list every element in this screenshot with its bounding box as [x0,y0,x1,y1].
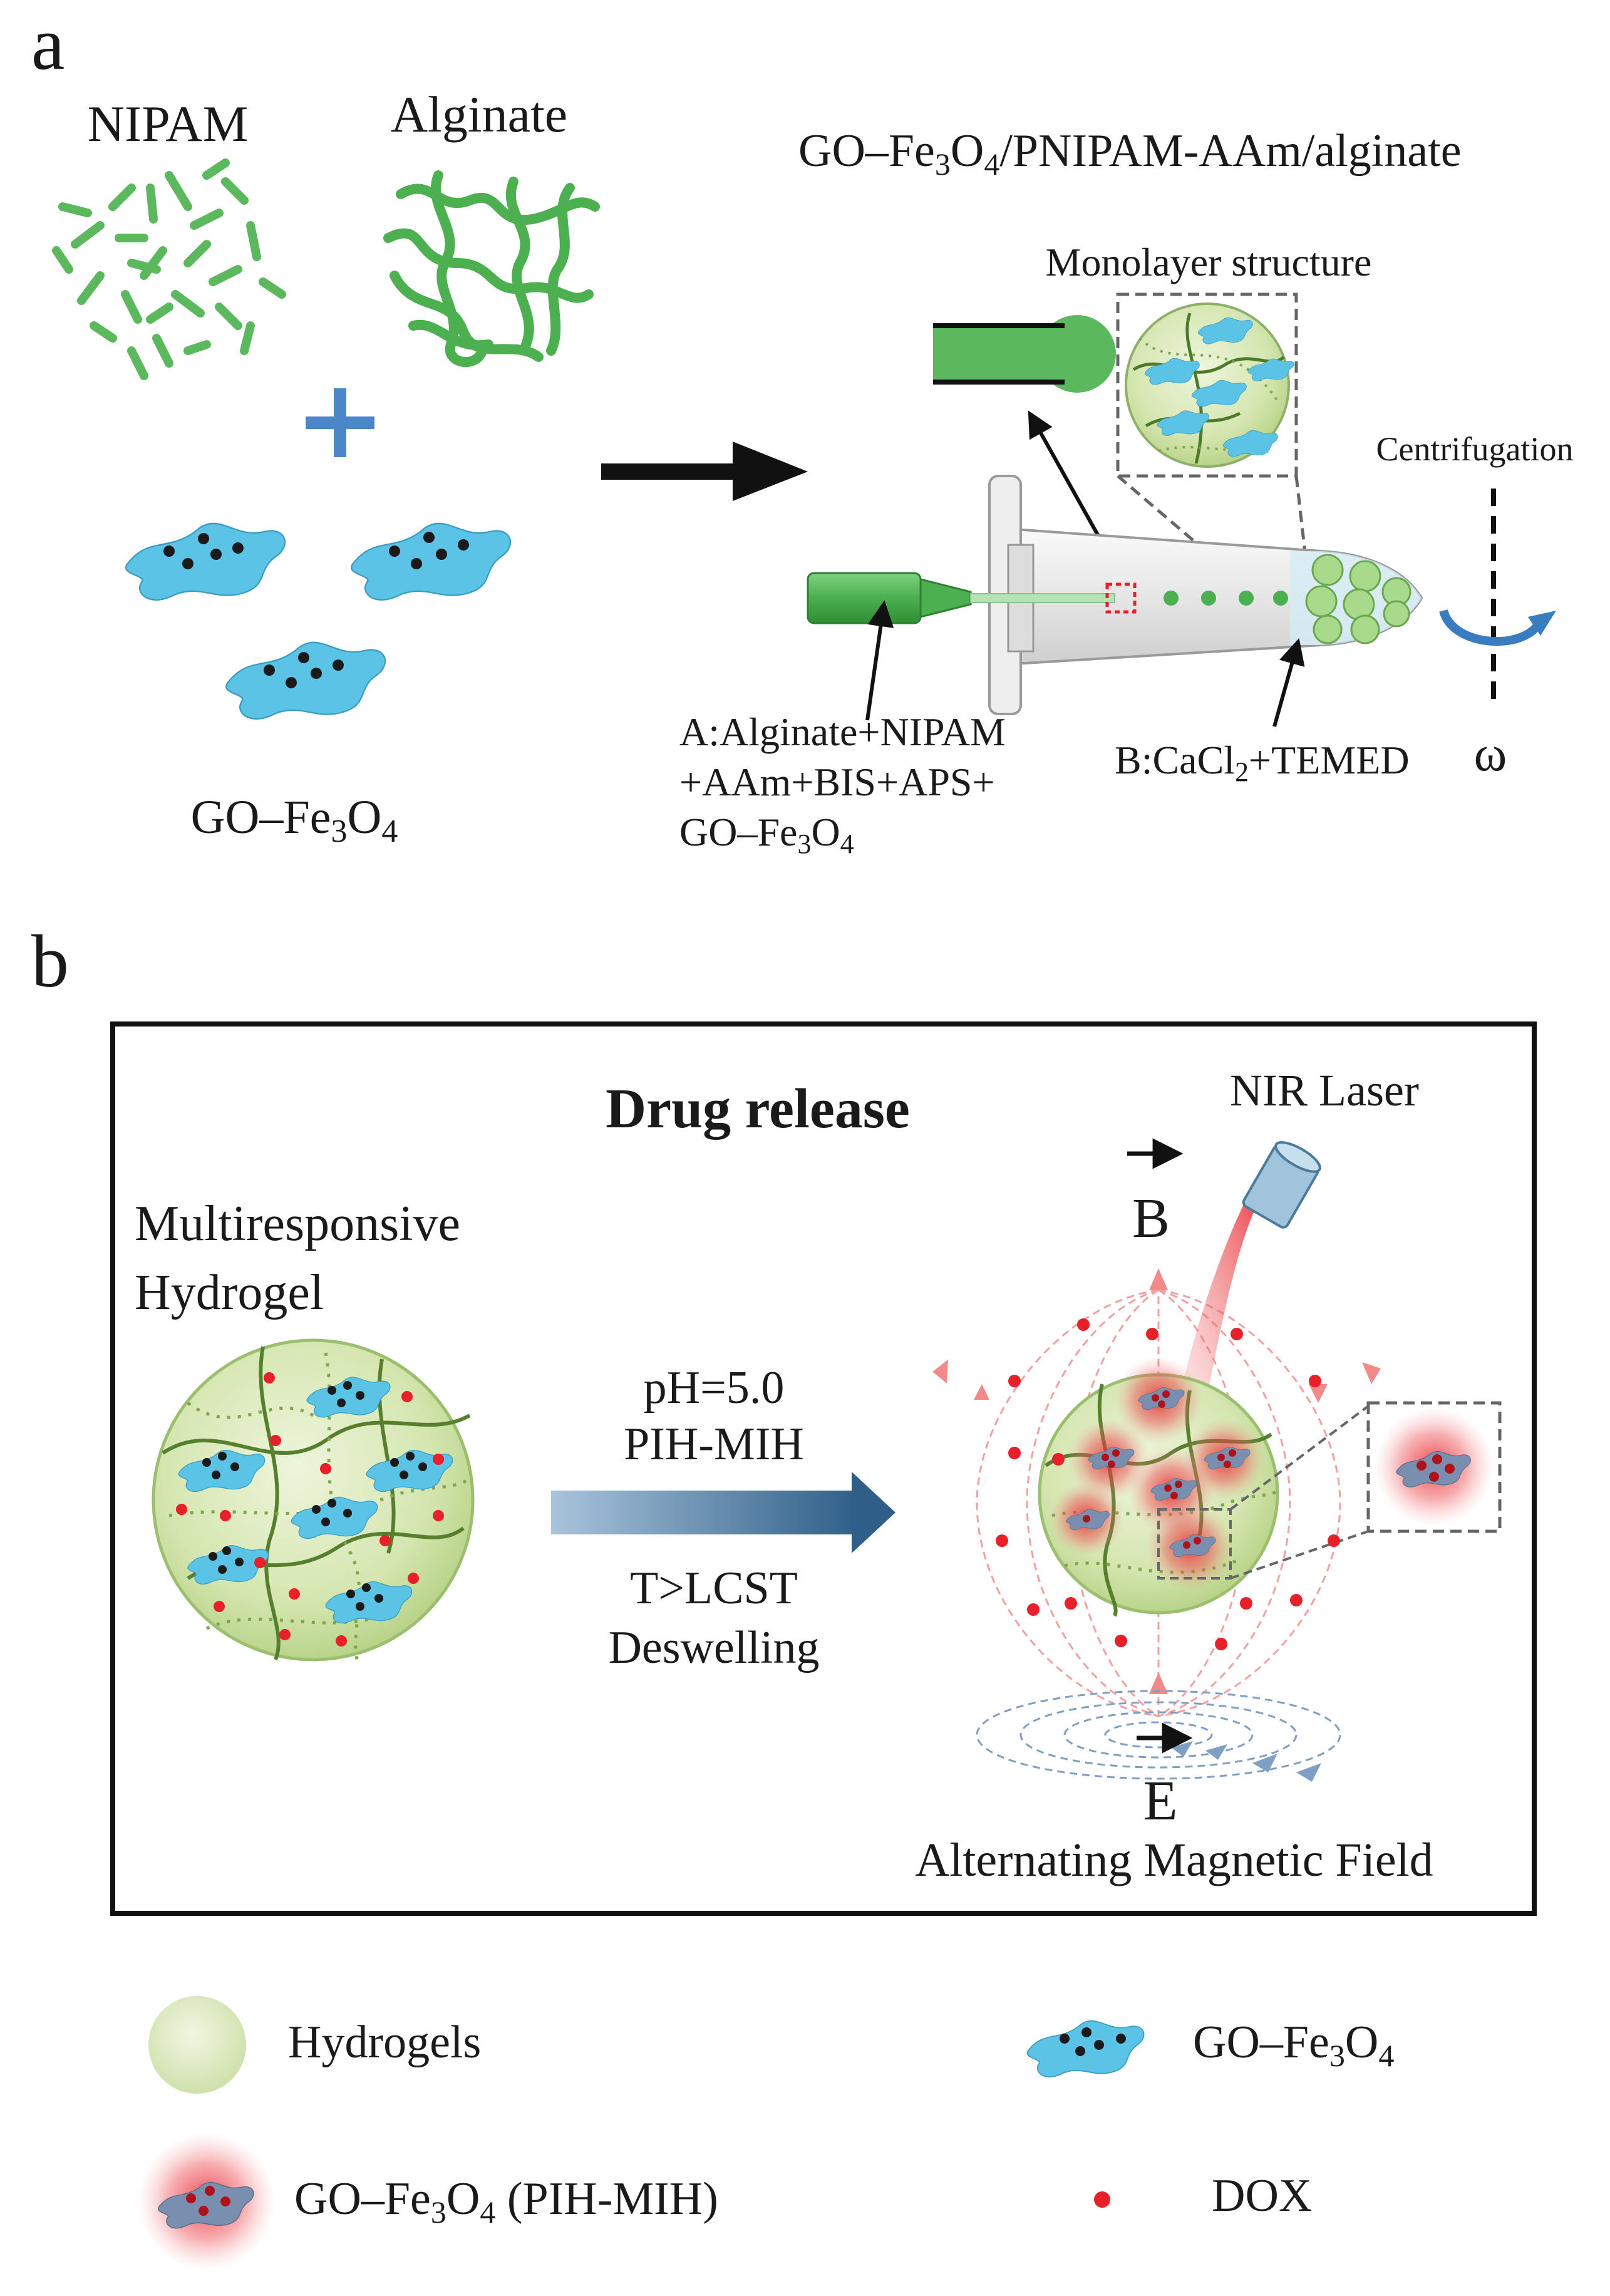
nir-laser-icon [1177,1140,1321,1415]
legend-dox-label: DOX [1212,2170,1312,2221]
legend-hydrogels-label: Hydrogels [288,2017,481,2068]
release-zoom-inset [1229,1401,1502,1580]
panel-a-letter: a [31,2,65,85]
nir-laser-label: NIR Laser [1230,1065,1419,1115]
multiresponsive-label-1: Multiresponsive [135,1196,460,1251]
alginate-chains-icon [383,170,600,367]
rotation-axis-icon [1439,489,1556,708]
needle-tip-highlight [1105,582,1137,614]
released-dox-dots [996,1318,1340,1650]
plus-icon [306,388,374,457]
field-direction-arrows [932,1268,1381,1694]
nipam-label: NIPAM [88,95,249,152]
amf-direction-arrows [1171,1741,1321,1782]
solution-b-label: B:CaCl2+TEMED [1115,738,1410,787]
solution-b-arrow [1272,638,1305,727]
e-field-label: E [1143,1770,1178,1832]
alginate-label: Alginate [391,86,567,143]
legend-go-fe3o4-swatch [1026,2020,1145,2077]
solution-a-line1: A:Alginate+NIPAM [679,710,1006,754]
solution-a-line2: +AAm+BIS+APS+ [679,760,995,804]
nipam-monomers-icon [52,158,286,380]
legend-go-pih-label: GO–Fe3O4 (PIH-MIH) [294,2173,718,2230]
amf-label: Alternating Magnetic Field [915,1834,1433,1886]
transition-arrow [551,1472,895,1553]
lcst-label: T>LCST [630,1563,798,1614]
legend-dox-swatch [1094,2191,1110,2208]
pih-mih-label: PIH-MIH [624,1419,804,1470]
go-fe3o4-sheets-icon [125,522,512,720]
multiresponsive-label-2: Hydrogel [135,1265,324,1320]
deswelling-label: Deswelling [608,1622,819,1673]
legend-go-pih-swatch [138,2133,276,2270]
legend-hydrogel-swatch [148,1996,246,2094]
b-field-label: B [1132,1187,1170,1249]
monolayer-label: Monolayer structure [1046,240,1372,284]
solution-a-arrow [865,600,894,721]
drug-release-title: Drug release [606,1078,910,1140]
go-fe3o4-label: GO–Fe3O4 [191,791,398,849]
monolayer-capsule-icon [933,315,1116,393]
process-arrow [601,442,808,501]
centrifuge-tube-icon [988,475,1423,715]
ph-label: pH=5.0 [644,1362,785,1414]
drug-release-frame [110,1021,1537,1916]
solution-a-line3: GO–Fe3O4 [679,810,854,859]
droplets-icon [1164,591,1288,606]
panel-b-letter: b [31,919,69,1003]
omega-label: ω [1474,727,1507,782]
hydrogel-right-icon [1038,1356,1279,1617]
composite-label: GO–Fe3O4/PNIPAM-AAm/alginate [798,125,1462,182]
monolayer-inset [1116,292,1298,478]
centrifugation-label: Centrifugation [1376,430,1574,468]
legend-go-fe3o4-label: GO–Fe3O4 [1193,2017,1394,2073]
amf-coil-icon [976,1690,1341,1780]
hydrogel-left-icon [152,1338,475,1662]
